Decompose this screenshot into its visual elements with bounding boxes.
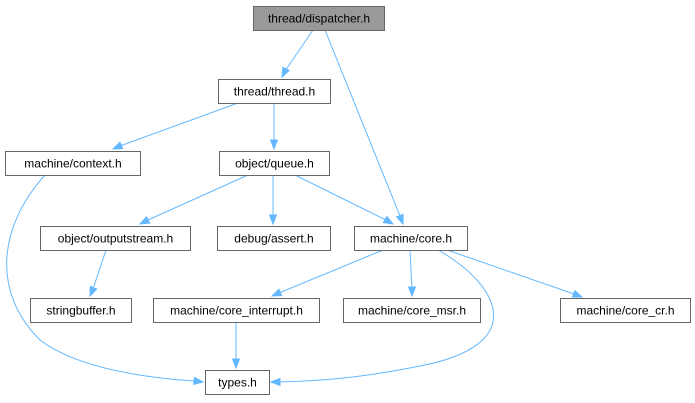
node-core-interrupt-box[interactable]: [153, 298, 320, 323]
node-core-msr-box[interactable]: [343, 298, 481, 323]
edge-outputstream-to-stringbuffer-line: [92, 249, 107, 290]
node-thread-label: thread/thread.h: [234, 85, 315, 99]
edge-core-to-types-arrowhead: [269, 377, 281, 387]
edge-thread-to-context-arrowhead: [111, 141, 124, 150]
edges-layer: [6, 29, 584, 387]
edge-queue-to-outputstream-line: [147, 174, 249, 221]
edge-dispatcher-to-thread-line: [284, 29, 314, 72]
edge-queue-to-assert: [268, 175, 278, 226]
node-dispatcher-label: thread/dispatcher.h: [268, 12, 370, 26]
edge-core-to-core-interrupt-arrowhead: [270, 288, 283, 297]
node-context-box[interactable]: [5, 151, 141, 176]
node-dispatcher[interactable]: thread/dispatcher.h: [253, 6, 385, 31]
node-types[interactable]: types.h: [205, 370, 270, 395]
edge-outputstream-to-stringbuffer: [89, 249, 107, 298]
edge-core-to-core-msr-line: [409, 249, 413, 290]
node-stringbuffer-box[interactable]: [30, 298, 132, 323]
node-core-label: machine/core.h: [370, 232, 452, 246]
edge-dispatcher-to-core-arrowhead: [395, 213, 404, 226]
edge-queue-to-assert-arrowhead: [268, 214, 278, 226]
node-queue-box[interactable]: [219, 151, 330, 176]
node-types-box[interactable]: [205, 370, 270, 395]
edge-dispatcher-to-thread-arrowhead: [281, 66, 291, 79]
edge-queue-to-core-line: [294, 174, 387, 221]
edge-core-to-core-cr-line: [446, 249, 575, 295]
node-outputstream[interactable]: object/outputstream.h: [40, 226, 191, 251]
node-core-cr-label: machine/core_cr.h: [576, 304, 674, 318]
node-outputstream-label: object/outputstream.h: [58, 232, 173, 246]
edge-core-to-core-interrupt: [270, 249, 384, 297]
edge-dispatcher-to-thread: [281, 29, 314, 79]
node-context[interactable]: machine/context.h: [5, 151, 141, 176]
nodes-layer: thread/dispatcher.h thread/thread.h machin…: [5, 6, 691, 395]
edge-outputstream-to-stringbuffer-arrowhead: [89, 285, 98, 298]
node-stringbuffer[interactable]: stringbuffer.h: [30, 298, 132, 323]
edge-core-interrupt-to-types-arrowhead: [231, 358, 241, 370]
node-thread-box[interactable]: [218, 79, 331, 104]
edge-core-interrupt-to-types: [231, 322, 241, 370]
node-assert[interactable]: debug/assert.h: [217, 226, 331, 251]
node-context-label: machine/context.h: [24, 157, 121, 171]
edge-queue-to-core-arrowhead: [382, 215, 395, 225]
node-queue[interactable]: object/queue.h: [219, 151, 330, 176]
node-core-cr[interactable]: machine/core_cr.h: [560, 298, 691, 323]
edge-core-to-types: [269, 249, 494, 387]
node-outputstream-box[interactable]: [40, 226, 191, 251]
node-dispatcher-box[interactable]: [253, 6, 385, 31]
node-queue-label: object/queue.h: [235, 157, 314, 171]
node-core-box[interactable]: [354, 226, 468, 251]
edge-context-to-types-arrowhead: [193, 376, 205, 386]
node-core-msr-label: machine/core_msr.h: [358, 304, 466, 318]
edge-core-to-core-interrupt-line: [278, 249, 384, 294]
edge-queue-to-outputstream-arrowhead: [138, 215, 151, 225]
edge-context-to-types-line: [6, 174, 196, 382]
edge-thread-to-queue: [269, 103, 279, 151]
node-core-interrupt[interactable]: machine/core_interrupt.h: [153, 298, 320, 323]
node-core[interactable]: machine/core.h: [354, 226, 468, 251]
node-stringbuffer-label: stringbuffer.h: [46, 304, 115, 318]
node-core-interrupt-label: machine/core_interrupt.h: [170, 304, 303, 318]
node-assert-label: debug/assert.h: [234, 232, 313, 246]
edge-dispatcher-to-core-line: [324, 29, 401, 217]
edge-thread-to-queue-arrowhead: [269, 139, 279, 151]
edge-core-to-types-line: [278, 249, 494, 383]
node-core-cr-box[interactable]: [560, 298, 691, 323]
edge-queue-to-outputstream: [138, 174, 249, 225]
edge-thread-to-context: [111, 102, 239, 150]
edge-queue-to-core: [294, 174, 395, 225]
node-thread[interactable]: thread/thread.h: [218, 79, 331, 104]
node-assert-box[interactable]: [217, 226, 331, 251]
edge-context-to-types: [6, 174, 205, 386]
edge-core-to-core-msr-arrowhead: [407, 286, 417, 298]
node-core-msr[interactable]: machine/core_msr.h: [343, 298, 481, 323]
edge-core-to-core-cr: [446, 249, 584, 298]
edge-core-to-core-msr: [407, 249, 417, 298]
edge-core-to-core-cr-arrowhead: [571, 289, 584, 298]
edge-dispatcher-to-core: [324, 29, 404, 226]
edge-thread-to-context-line: [119, 102, 239, 147]
node-types-label: types.h: [218, 376, 257, 390]
